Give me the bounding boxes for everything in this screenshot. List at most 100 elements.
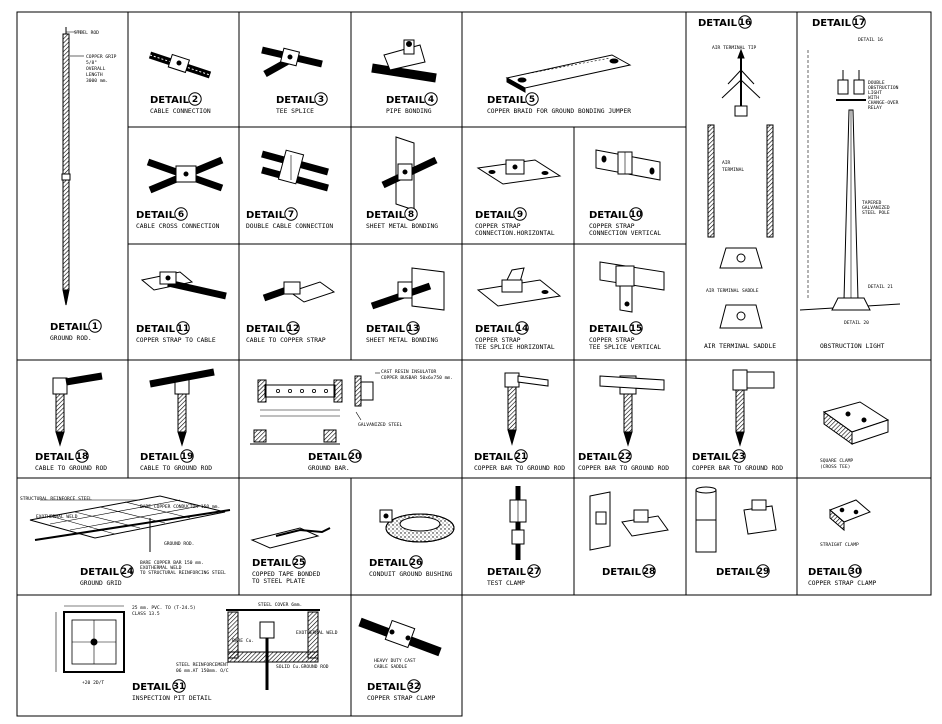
d4-caption-0: PIPE BONDING [386,108,432,115]
d24-number-circle [120,564,134,578]
d11-number: 11 [177,324,190,334]
d32-caption-0: COPPER STRAP CLAMP [367,695,435,702]
d24-weld-label: EXOTHERMAL WELD [36,514,78,520]
d19-title: DETAIL [140,452,180,463]
d17-detail16-ref: DETAIL 16 [858,37,883,43]
d25-title: DETAIL [252,558,292,569]
d31-pvc-label: 25 mm. PVC. TO (T-24.5) [132,605,196,611]
d2-caption-0: CABLE CONNECTION [150,108,211,115]
d7-caption-0: DOUBLE CABLE CONNECTION [246,223,333,230]
d3-number: 3 [318,95,324,105]
d14-caption-1: TEE SPLICE HORIZONTAL [475,344,555,351]
d14-title: DETAIL [475,324,515,335]
d24-caption-0: GROUND GRID [80,580,122,587]
d6-number-circle [174,207,188,221]
d16-terminal-label: TERMINAL [722,167,744,173]
d9-number-circle [513,207,527,221]
d5-number-circle [525,92,539,106]
d28-title: DETAIL [602,567,642,578]
d9-caption-1: CONNECTION.HORIZONTAL [475,230,555,237]
d1-dia-label: 5/8" [86,60,97,66]
d15-caption-1: TEE SPLICE VERTICAL [589,344,661,351]
copper-bar-ground-rod-22-drawing [599,375,665,447]
d18-caption-0: CABLE TO GROUND ROD [35,465,107,472]
d8-caption-0: SHEET METAL BONDING [366,223,438,230]
copper-strap-vertical-drawing [595,149,661,181]
d32-title: DETAIL [367,682,407,693]
d17-note-3: LIGHT [868,90,882,96]
d12-number: 12 [287,324,300,334]
d24-reinforce-label: STRUCTURAL REINFORCE STEEL [20,496,92,502]
d31-class-label: CLASS 13.5 [132,611,160,617]
d14-number-circle [515,321,529,335]
d7-number: 7 [288,210,294,220]
annotations: STEEL ROD COPPER GRIP 5/8" OVERALL LENGT… [20,30,899,686]
d4-number: 4 [428,95,434,105]
d30-number-circle [848,564,862,578]
d30-number: 30 [849,567,862,577]
d31-title: DETAIL [132,682,172,693]
d27-caption-0: TEST CLAMP [487,580,525,587]
d20-busbar-label: COPPER BUSBAR 50x6x750 mm. [381,375,453,381]
d29-title: DETAIL [716,567,756,578]
d10-number: 10 [630,210,643,220]
d2-number: 2 [192,95,198,105]
obstruction-light-drawing [799,50,901,311]
air-terminal-drawing [707,48,774,329]
d10-number-circle [629,207,643,221]
copper-strap-horizontal-drawing [476,159,562,185]
d26-caption-0: CONDUIT GROUND BUSHING [369,571,453,578]
d15-caption-0: COPPER STRAP [589,337,635,344]
d24-number: 24 [121,567,134,577]
d20-number: 20 [349,452,362,462]
d7-number-circle [284,207,298,221]
d10-caption-0: COPPER STRAP [589,223,635,230]
d21-caption-0: COPPER BAR TO GROUND ROD [474,465,565,472]
d8-number-circle [404,207,418,221]
d26-number: 26 [410,558,423,568]
ground-rod-drawing [61,27,84,306]
d6-title: DETAIL [136,210,176,221]
d5-title: DETAIL [487,95,527,106]
cable-to-ground-rod-19-drawing [149,368,215,447]
d14-caption-0: COPPER STRAP [475,337,521,344]
d8-title: DETAIL [366,210,406,221]
inspection-pit-drawing [55,605,320,690]
d9-number: 9 [517,210,523,220]
d25-caption-1: TO STEEL PLATE [252,578,305,585]
d31-rod-label: SOLID Cu.GROUND ROD [276,664,329,670]
d25-number: 25 [293,558,306,568]
d20-caption-0: GROUND BAR. [308,465,350,472]
d4-title: DETAIL [386,95,426,106]
d22-number: 22 [619,452,632,462]
d24-bar-label: BARE COPPER BAR 150 mm. [140,560,204,566]
conduit-bushing-drawing [379,509,455,543]
d1-overall-label: OVERALL [86,66,106,72]
d17-pole-2: GALVANIZED [862,205,890,211]
d22-number-circle [618,449,632,463]
d32-saddle-label-2: CABLE SADDLE [374,664,407,670]
d19-number: 19 [181,452,194,462]
d17-note-1: DOUBLE [868,80,885,86]
d9-title: DETAIL [475,210,515,221]
d30-straight-clamp-label: STRAIGHT CLAMP [820,542,859,548]
cable-cross-drawing [146,156,224,194]
copper-bar-ground-rod-21-drawing [504,372,549,446]
d13-number-circle [406,321,420,335]
d2-number-circle [188,92,202,106]
detail-28-drawing [589,491,669,551]
d5-number: 5 [529,95,535,105]
d31-bare-cu-label: BARE Cu. [232,638,254,644]
d31-number: 31 [173,682,186,692]
d17-number: 17 [853,18,866,28]
d15-number-circle [629,321,643,335]
d9-caption-0: COPPER STRAP [475,223,521,230]
d16-number: 16 [739,18,752,28]
d1-caption-0: GROUND ROD. [50,335,92,342]
d31-cover-label: STEEL COVER 6mm. [258,602,302,608]
d15-number: 15 [630,324,643,334]
d12-title: DETAIL [246,324,286,335]
d28-number-circle [642,564,656,578]
d17-caption-0: OBSTRUCTION LIGHT [820,343,885,350]
d26-title: DETAIL [369,558,409,569]
